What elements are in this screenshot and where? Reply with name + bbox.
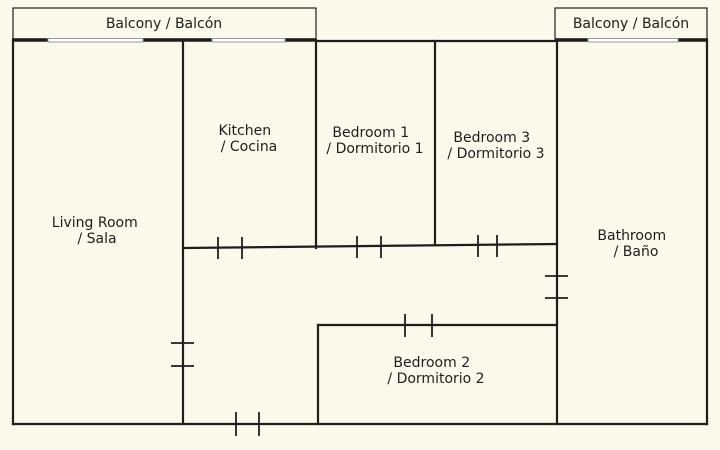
bedroom-1-label-line2: / Dormitorio 1 bbox=[326, 141, 423, 157]
door-bedroom-3 bbox=[477, 235, 498, 257]
bathroom-label-line1: Bathroom bbox=[597, 228, 666, 244]
kitchen-label-line2: / Cocina bbox=[221, 139, 278, 155]
bathroom-label: Bathroom / Baño bbox=[597, 228, 670, 260]
living-room-label-line1: Living Room bbox=[52, 215, 138, 231]
room-bedroom-1: Bedroom 1 / Dormitorio 1 bbox=[326, 125, 423, 157]
door-living-room bbox=[171, 342, 194, 367]
bedroom-1-label: Bedroom 1 / Dormitorio 1 bbox=[326, 125, 423, 157]
living-room-label-line2: / Sala bbox=[77, 231, 116, 247]
bathroom-label-line2: / Baño bbox=[614, 244, 659, 260]
bedroom-3-label-line1: Bedroom 3 bbox=[453, 130, 530, 146]
bedroom-3-label: Bedroom 3 / Dormitorio 3 bbox=[447, 130, 544, 162]
living-room-label: Living Room / Sala bbox=[52, 215, 142, 247]
room-bedroom-2: Bedroom 2 / Dormitorio 2 bbox=[387, 355, 484, 387]
bedroom-2-label: Bedroom 2 / Dormitorio 2 bbox=[387, 355, 484, 387]
balcony-right-outline bbox=[554, 7, 708, 40]
door-entrance bbox=[235, 412, 260, 436]
balcony-left-label: Balcony / Balcón bbox=[106, 16, 222, 32]
balcony-left-outline bbox=[12, 7, 317, 40]
kitchen-label: Kitchen / Cocina bbox=[218, 123, 277, 155]
window-living-room bbox=[47, 38, 144, 43]
bedroom-1-label-line1: Bedroom 1 bbox=[332, 125, 409, 141]
room-living-room: Living Room / Sala bbox=[52, 215, 142, 247]
door-bedroom-2 bbox=[404, 314, 433, 337]
room-bedroom-3: Bedroom 3 / Dormitorio 3 bbox=[447, 130, 544, 162]
door-bathroom bbox=[545, 275, 568, 299]
door-kitchen bbox=[217, 237, 243, 259]
kitchen-label-line1: Kitchen bbox=[218, 123, 271, 139]
room-kitchen: Kitchen / Cocina bbox=[218, 123, 277, 155]
balcony-right-label: Balcony / Balcón bbox=[573, 16, 689, 32]
balcony-right: Balcony / Balcón bbox=[554, 7, 708, 40]
door-bedroom-1 bbox=[356, 236, 382, 258]
room-bathroom: Bathroom / Baño bbox=[597, 228, 670, 260]
bedroom-2-label-line2: / Dormitorio 2 bbox=[387, 371, 484, 387]
bedroom-3-label-line2: / Dormitorio 3 bbox=[447, 146, 544, 162]
bedroom-2-label-line1: Bedroom 2 bbox=[393, 355, 470, 371]
balcony-left: Balcony / Balcón bbox=[12, 7, 317, 40]
hallway-top-wall bbox=[181, 242, 559, 250]
window-bathroom bbox=[587, 38, 679, 43]
window-kitchen bbox=[211, 38, 286, 43]
